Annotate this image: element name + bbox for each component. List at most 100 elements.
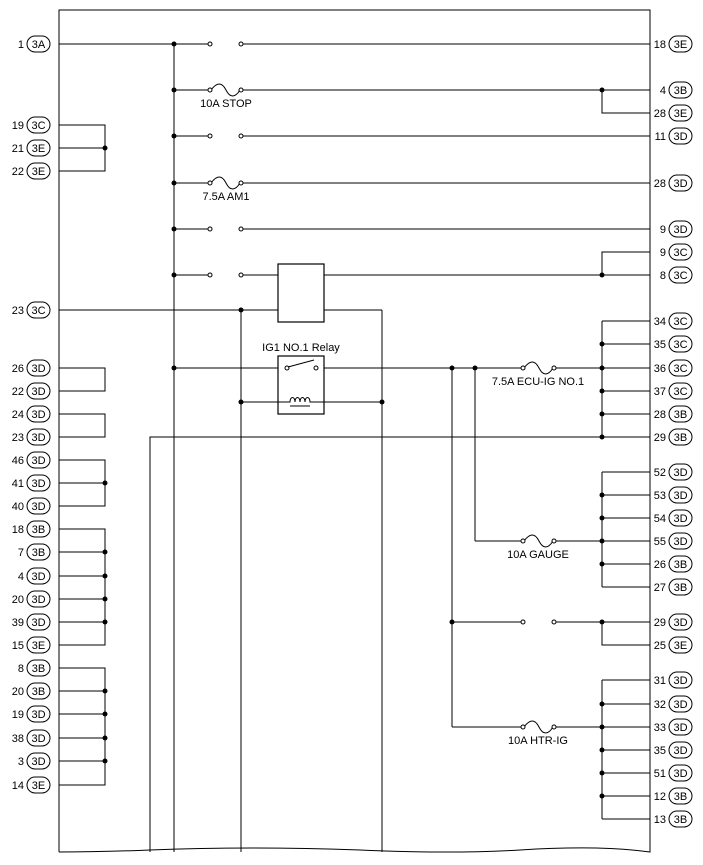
right-pin-number: 32 [654, 699, 666, 711]
right-connector-label: 3C [673, 363, 687, 375]
fuse-ecu-ig [520, 361, 557, 375]
main-circuits [59, 43, 650, 852]
connector-badge [668, 359, 693, 377]
left-pin-number: 8 [18, 663, 24, 675]
fuse-htr-ig [520, 720, 557, 734]
connector-badge [26, 776, 51, 794]
relay-box-upper [277, 263, 325, 323]
right-pin-number: 55 [654, 536, 666, 548]
connector-badge [26, 659, 51, 677]
right-pin-4: 28 3D [654, 174, 693, 192]
left-connector-label: 3E [32, 640, 45, 652]
right-pin-23: 32 3D [654, 695, 693, 713]
connector-badge [668, 81, 693, 99]
connector-badge [668, 718, 693, 736]
connector-badge [26, 590, 51, 608]
right-connector-label: 3D [673, 722, 687, 734]
right-pin-number: 18 [654, 39, 666, 51]
right-pin-26: 51 3D [654, 764, 693, 782]
left-connector-label: 3C [31, 120, 45, 132]
right-pin-number: 13 [654, 814, 666, 826]
right-connector-label: 3D [673, 467, 687, 479]
right-pin-number: 26 [654, 559, 666, 571]
right-pin-number: 9 [660, 224, 666, 236]
right-connector-label: 3E [674, 640, 687, 652]
connector-badge [668, 636, 693, 654]
connector-badge [668, 463, 693, 481]
right-pin-17: 55 3D [654, 532, 693, 550]
connector-badge [26, 428, 51, 446]
right-connector-label: 3D [673, 617, 687, 629]
left-pin-number: 7 [18, 547, 24, 559]
left-pin-number: 15 [12, 640, 24, 652]
left-pin-number: 1 [18, 39, 24, 51]
connector-badge [26, 613, 51, 631]
right-connector-label: 3D [673, 699, 687, 711]
right-connector-label: 3D [673, 536, 687, 548]
right-pin-number: 28 [654, 409, 666, 421]
connector-badge [668, 243, 693, 261]
connector-badge [26, 497, 51, 515]
left-pin-number: 46 [12, 455, 24, 467]
left-connector-label: 3E [32, 780, 45, 792]
left-connector-label: 3C [31, 305, 45, 317]
relay-label: IG1 NO.1 Relay [262, 342, 340, 354]
fuse-label-htr-ig: 10A HTR-IG [508, 735, 568, 747]
connector-badge [668, 104, 693, 122]
right-pin-number: 28 [654, 178, 666, 190]
right-pin-number: 33 [654, 722, 666, 734]
right-connector-label: 3D [673, 131, 687, 143]
fuse-label-stop: 10A STOP [200, 98, 252, 110]
connector-badge [668, 428, 693, 446]
left-pin-number: 23 [12, 305, 24, 317]
right-pin-number: 51 [654, 768, 666, 780]
left-connector-label: 3D [31, 571, 45, 583]
right-connector-label: 3D [673, 490, 687, 502]
left-connector-label: 3D [31, 478, 45, 490]
left-pin-number: 20 [12, 594, 24, 606]
junction-block-outline [58, 9, 651, 853]
connector-badge [26, 705, 51, 723]
connector-badge [668, 695, 693, 713]
connector-badge [668, 312, 693, 330]
left-pin-number: 22 [12, 166, 24, 178]
connector-badge [26, 474, 51, 492]
left-connector-label: 3B [32, 663, 45, 675]
connector-badge [668, 578, 693, 596]
left-pin-number: 18 [12, 524, 24, 536]
left-connector-label: 3D [31, 386, 45, 398]
left-bridges [59, 124, 106, 786]
left-pin-number: 14 [12, 780, 24, 792]
left-pin-number: 19 [12, 120, 24, 132]
connector-badge [26, 520, 51, 538]
junction-dots [102, 41, 605, 799]
right-connector-label: 3D [673, 768, 687, 780]
right-connector-label: 3D [673, 178, 687, 190]
connector-badge [668, 382, 693, 400]
right-connector-label: 3B [674, 559, 687, 571]
left-pin-number: 4 [18, 571, 24, 583]
left-pin-18: 8 3B [18, 659, 51, 677]
left-connector-label: 3D [31, 709, 45, 721]
fuse-am1 [207, 176, 244, 190]
